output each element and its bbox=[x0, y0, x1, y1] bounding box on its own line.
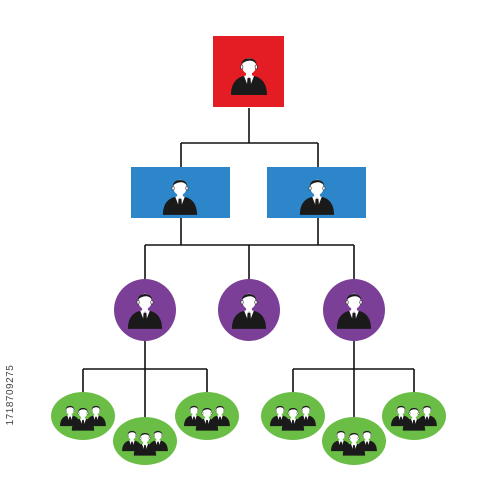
connector-right-manager-to-teams bbox=[292, 340, 415, 420]
connector-top-to-level2 bbox=[180, 108, 319, 167]
level2-node-left bbox=[131, 167, 230, 218]
team-node-1 bbox=[51, 392, 115, 440]
top-executive-node bbox=[213, 36, 284, 107]
connector-level2-to-level3 bbox=[144, 218, 355, 283]
level2-node-right bbox=[267, 167, 366, 218]
team-node-5 bbox=[322, 417, 386, 465]
team-node-6 bbox=[382, 392, 446, 440]
team-node-2 bbox=[113, 417, 177, 465]
team-node-3 bbox=[175, 392, 239, 440]
team-node-4 bbox=[261, 392, 325, 440]
level3-node-center bbox=[218, 279, 280, 341]
connector-lines bbox=[82, 108, 415, 420]
level3-node-left bbox=[114, 279, 176, 341]
level3-node-right bbox=[323, 279, 385, 341]
watermark-id-text: 1718709275 bbox=[5, 364, 16, 426]
connector-left-manager-to-teams bbox=[82, 340, 208, 420]
